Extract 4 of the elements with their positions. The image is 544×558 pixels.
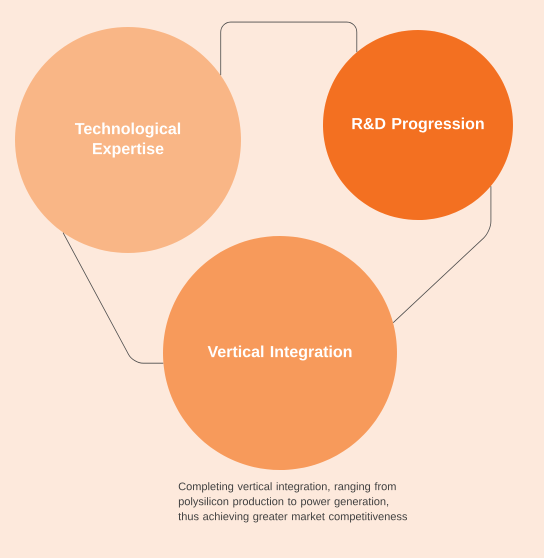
connector-line: [220, 22, 358, 76]
node-label: Completing vertical integration, ranging from polysilicon production to power generation, thus achieving greater market competitiveness: [178, 482, 408, 522]
connector-line: [392, 186, 492, 324]
connector-line: [62, 232, 164, 364]
